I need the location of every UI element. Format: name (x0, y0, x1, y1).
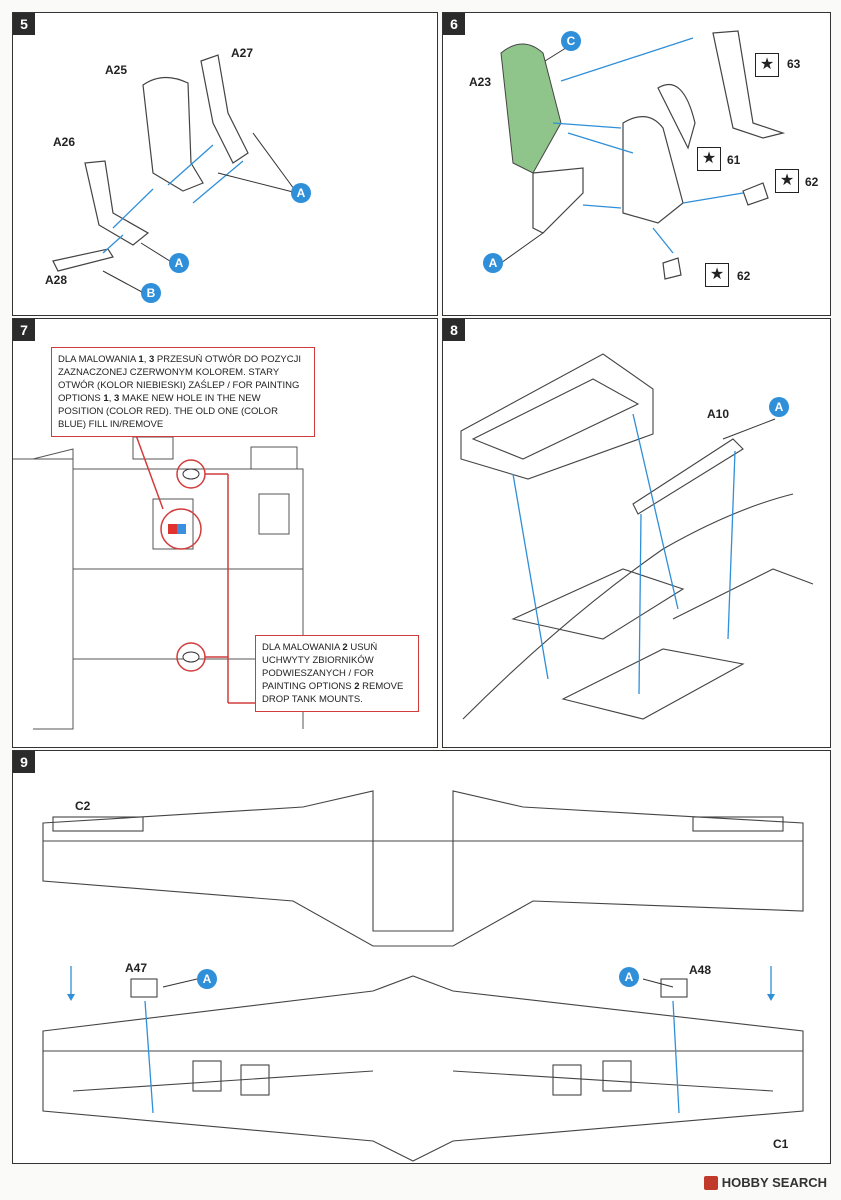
note-option-number: 2 (342, 642, 348, 653)
step-6-panel: 6 A23 C (442, 12, 831, 316)
photoetch-star-icon: ★ (775, 169, 799, 193)
note-option-number: 1 (138, 354, 144, 365)
step-8-drawing (460, 353, 814, 720)
part-number-62: 62 (805, 175, 819, 189)
part-number-61: 61 (727, 153, 741, 167)
step-number: 9 (13, 751, 35, 773)
part-number-62: 62 (737, 269, 751, 283)
painting-option-note-2: DLA MALOWANIA 2 USUŃ UCHWYTY ZBIORNIKÓW … (255, 635, 419, 712)
note-text: MAKE NEW HOLE IN THE NEW POSITION (COLOR… (58, 393, 278, 430)
part-label-c2: C2 (75, 799, 91, 813)
glue-badge-a: A (769, 397, 789, 417)
part-label-a47: A47 (125, 961, 148, 975)
note-text: , (108, 393, 114, 404)
step-number: 8 (443, 319, 465, 341)
glue-badge-a: A (483, 253, 503, 273)
logo-text: HOBBY SEARCH (721, 1175, 827, 1190)
part-label-a48: A48 (689, 963, 712, 977)
note-text: DLA MALOWANIA (58, 354, 139, 365)
glue-badge-c: C (561, 31, 581, 51)
step-6-drawing (500, 30, 786, 280)
note-text: , (143, 354, 149, 365)
glue-badge-a: A (619, 967, 639, 987)
step-7-panel: 7 (12, 318, 438, 748)
part-number-63: 63 (787, 57, 801, 71)
step-number: 6 (443, 13, 465, 35)
note-text: PRZESUŃ OTWÓR DO POZYCJI ZAZNACZONEJ CZE… (58, 354, 302, 404)
part-label-a23: A23 (469, 75, 492, 89)
photoetch-star-icon: ★ (705, 263, 729, 287)
step-8-panel: 8 A10 A (442, 318, 831, 748)
step-5-drawing (52, 54, 298, 299)
glue-badge-b: B (141, 283, 161, 303)
logo-mark-icon (703, 1175, 718, 1190)
step-number: 5 (13, 13, 35, 35)
part-label-c1: C1 (773, 1137, 789, 1151)
note-text: REMOVE DROP TANK MOUNTS. (262, 681, 404, 705)
hobby-search-logo: HOBBY SEARCH (703, 1175, 827, 1190)
note-text: DLA MALOWANIA (262, 642, 343, 653)
painting-option-note-1-3: DLA MALOWANIA 1, 3 PRZESUŃ OTWÓR DO POZY… (51, 347, 315, 437)
photoetch-star-icon: ★ (697, 147, 721, 171)
part-label-a25: A25 (105, 63, 128, 77)
glue-badge-a: A (169, 253, 189, 273)
step-9-panel: 9 (12, 750, 831, 1164)
step-number: 7 (13, 319, 35, 341)
glue-badge-a: A (291, 183, 311, 203)
note-text: USUŃ UCHWYTY ZBIORNIKÓW PODWIESZANYCH / … (262, 642, 378, 692)
note-option-number: 1 (103, 393, 109, 404)
step-5-panel: 5 A25 A27 A26 A28 A (12, 12, 438, 316)
photoetch-star-icon: ★ (755, 53, 779, 77)
glue-badge-a: A (197, 969, 217, 989)
part-label-a28: A28 (45, 273, 68, 287)
note-option-number: 3 (113, 393, 120, 404)
part-label-a27: A27 (231, 46, 254, 60)
part-label-a10: A10 (707, 407, 730, 421)
note-option-number: 3 (149, 354, 155, 365)
step-9-drawing (42, 790, 804, 1162)
part-label-a26: A26 (53, 135, 76, 149)
note-option-number: 2 (354, 681, 360, 692)
